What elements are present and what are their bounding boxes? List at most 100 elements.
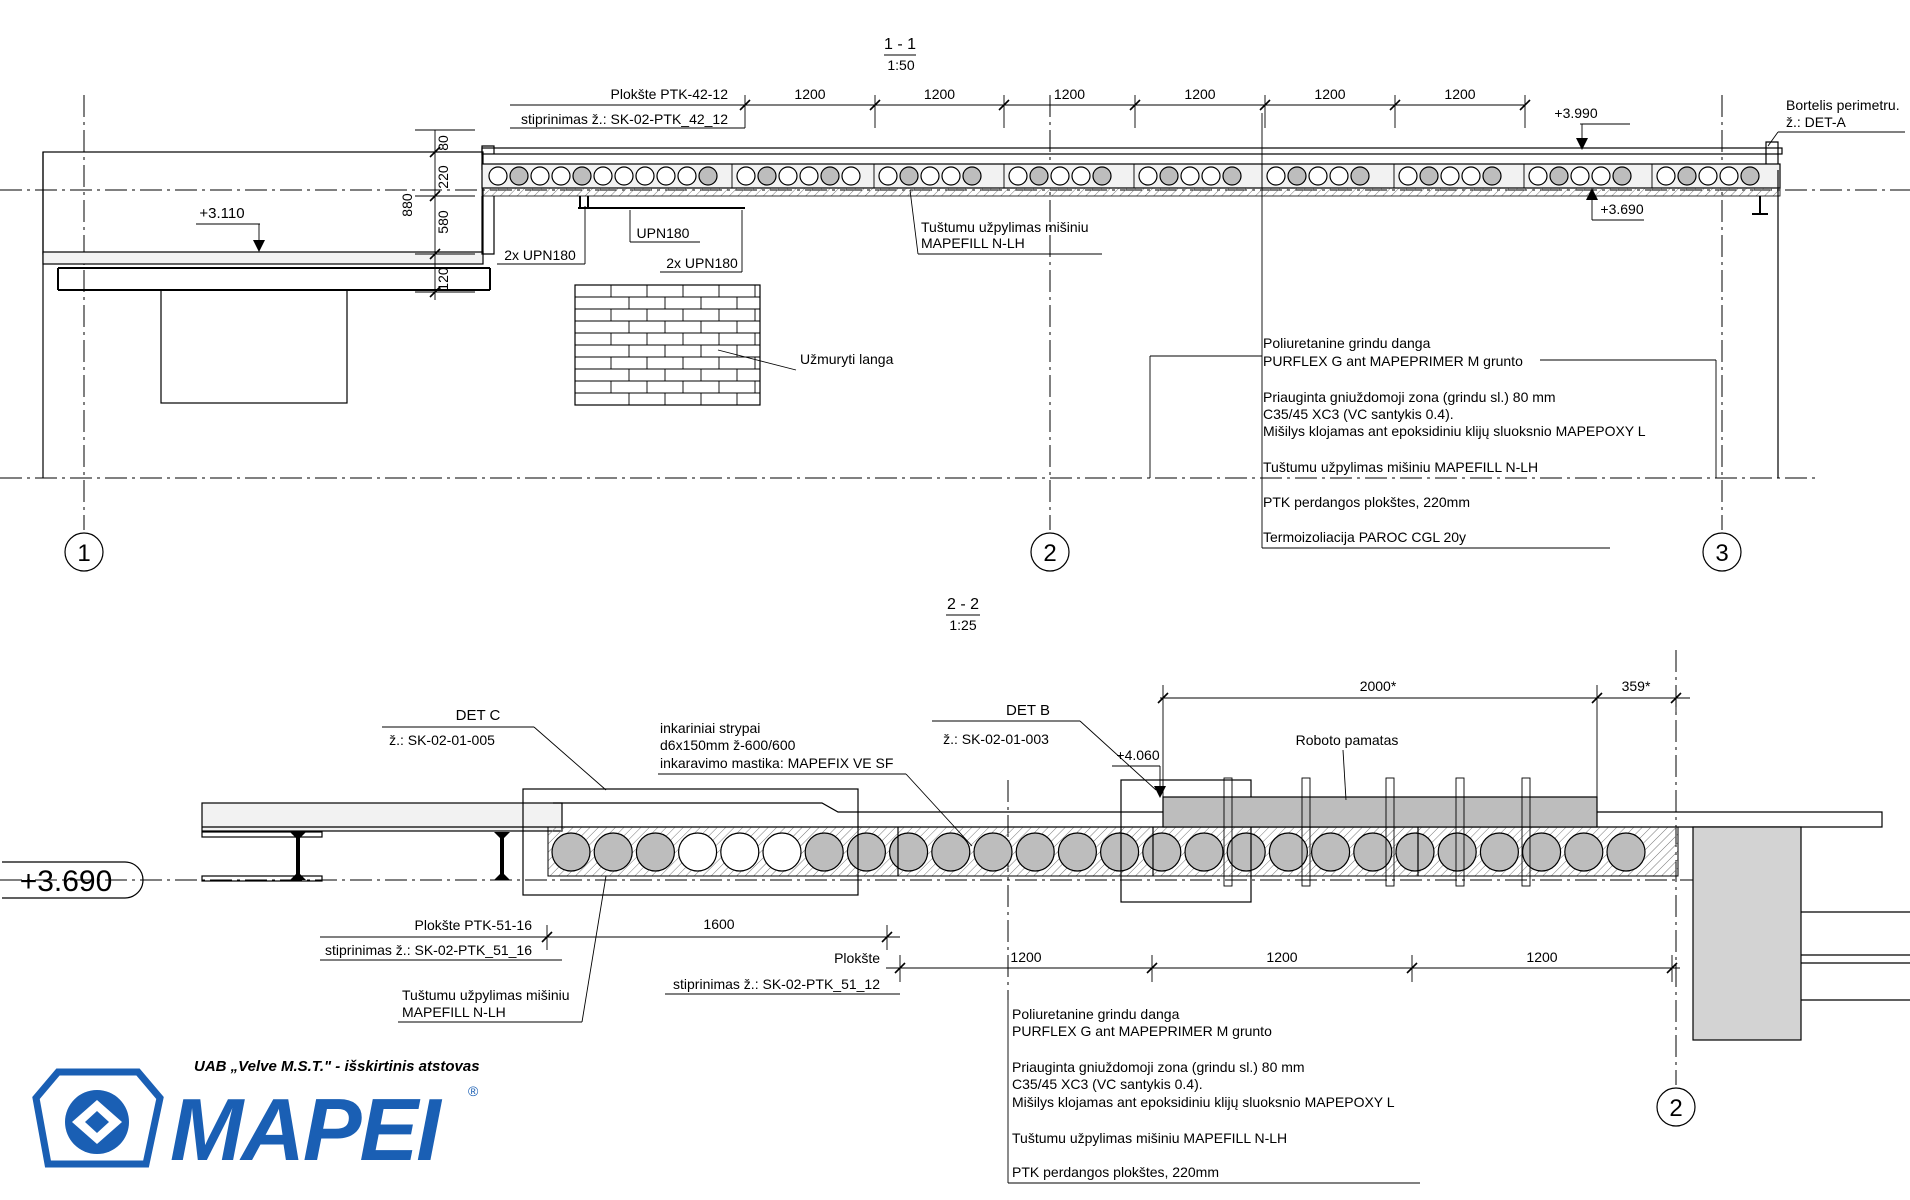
slab-core	[1591, 166, 1611, 186]
svg-text:Priauginta gniuždomoji zona (g: Priauginta gniuždomoji zona (grindu sl.)…	[1263, 389, 1556, 405]
slab-label-2: Plokšte PTK-51-16	[415, 917, 533, 933]
slab-core	[677, 166, 697, 186]
insulation-layer	[481, 187, 1781, 197]
svg-text:C35/45 XC3 (VC santykis 0.4).: C35/45 XC3 (VC santykis 0.4).	[1012, 1076, 1203, 1092]
svg-text:220: 220	[435, 165, 451, 189]
slab-core	[593, 166, 613, 186]
det-c-ref: ž.: SK-02-01-005	[389, 732, 495, 748]
svg-text:80: 80	[435, 135, 451, 151]
slab-core	[1461, 166, 1481, 186]
slab-core	[846, 832, 887, 872]
slab-core	[1564, 832, 1604, 872]
left-ibeam	[57, 267, 491, 291]
span-label: 1200	[1266, 949, 1297, 965]
slab-core	[799, 166, 819, 186]
slab-core	[1419, 166, 1439, 186]
slab-core	[1528, 166, 1548, 186]
slab-core	[1308, 166, 1328, 186]
layer-legend-1: Poliuretanine grindu danga PURFLEX G ant…	[1149, 113, 1717, 549]
slab-core	[1226, 832, 1266, 872]
det-b-box	[1120, 779, 1252, 903]
svg-text:2: 2	[1043, 540, 1056, 567]
company-label: UAB „Velve M.S.T." - išskirtinis atstova…	[194, 1058, 480, 1075]
section-1-title: 1 - 1	[884, 36, 916, 53]
slab-core	[1201, 166, 1221, 186]
svg-text:+3.690: +3.690	[20, 865, 113, 898]
slab-core	[1015, 832, 1055, 872]
slab-core	[1677, 166, 1697, 186]
slab-label-1: Plokšte PTK-42-12	[611, 86, 729, 102]
slab-core	[820, 166, 840, 186]
slab-core	[973, 832, 1013, 872]
foundation-dimensions: 2000* 359*	[1157, 678, 1690, 800]
slab-core	[1050, 166, 1070, 186]
slab-core	[762, 832, 802, 872]
window-opening	[160, 289, 348, 404]
det-c-label: DET C	[456, 707, 501, 724]
slab-core	[899, 166, 919, 186]
svg-text:PTK perdangos plokštes, 220mm: PTK perdangos plokštes, 220mm	[1263, 494, 1470, 510]
slab-core	[1008, 166, 1028, 186]
span-label: 1200	[1054, 86, 1085, 102]
slab-core	[1719, 166, 1739, 186]
fill-label-1b: MAPEFILL N-LH	[921, 235, 1025, 251]
slab-core	[1612, 166, 1632, 186]
span-dimensions-2: 1200 1200 1200	[886, 949, 1680, 982]
vertical-dimensions: 80 220 580 880 120	[399, 129, 475, 300]
slab-reinforcement-1: stiprinimas ž.: SK-02-PTK_42_12	[521, 111, 728, 127]
slab-core	[593, 832, 633, 872]
slab-core	[1329, 166, 1349, 186]
slab-core	[1222, 166, 1242, 186]
parapet-label: Bortelis perimetru.	[1786, 97, 1900, 113]
axis-bubble-3: 3	[1702, 532, 1742, 572]
span-label: 1200	[1010, 949, 1041, 965]
dim-tick	[1259, 99, 1271, 111]
span-label: 1200	[1444, 86, 1475, 102]
slab-core	[1099, 832, 1140, 872]
right-column	[1692, 826, 1802, 1041]
slab-core	[757, 166, 777, 186]
slab-core	[1029, 166, 1049, 186]
level-marker-det: +4.060	[1112, 747, 1166, 798]
anchor-label-3: inkaravimo mastika: MAPEFIX VE SF	[660, 755, 893, 771]
slab-core	[1057, 832, 1098, 872]
svg-text:Mišilys klojamas ant epoksidin: Mišilys klojamas ant epoksidiniu klijų s…	[1263, 423, 1646, 439]
slab-core	[736, 166, 756, 186]
slab-core	[920, 166, 940, 186]
slab-core	[931, 832, 971, 872]
svg-text:Poliuretanine grindu danga: Poliuretanine grindu danga	[1012, 1006, 1180, 1022]
robot-foundation	[1162, 796, 1598, 828]
slab-core	[1398, 166, 1418, 186]
span-label: 1200	[1526, 949, 1557, 965]
axis-bubble-2: 2	[1030, 532, 1070, 572]
upn-label-right: 2x UPN180	[666, 255, 738, 271]
slab-reinforcement-2: stiprinimas ž.: SK-02-PTK_51_16	[325, 942, 532, 958]
section-2-title: 2 - 2	[947, 596, 979, 613]
svg-text:2: 2	[1669, 1095, 1682, 1122]
topping-slab-left	[201, 802, 563, 832]
dim-tick	[1666, 962, 1678, 974]
parapet-ref: ž.: DET-A	[1786, 114, 1847, 130]
slab-core	[1437, 832, 1477, 872]
slab-cores-1	[488, 164, 1781, 188]
slab-core	[941, 166, 961, 186]
span-label: 1200	[924, 86, 955, 102]
slab-core	[530, 166, 550, 186]
svg-text:359*: 359*	[1622, 678, 1651, 694]
slab-core	[1142, 832, 1182, 872]
section-1-scale: 1:50	[887, 57, 914, 73]
svg-text:+3.990: +3.990	[1554, 105, 1597, 121]
level-pill-main: +3.690	[2, 861, 144, 899]
slab-core	[1698, 166, 1718, 186]
slab-core	[572, 166, 592, 186]
slab-core	[841, 166, 861, 186]
slab-core	[551, 166, 571, 186]
slab-core	[635, 832, 676, 872]
span-label: 1200	[794, 86, 825, 102]
det-b-ref: ž.: SK-02-01-003	[943, 731, 1049, 747]
dim-tick	[869, 99, 881, 111]
fill-label-1a: Tuštumu užpylimas mišiniu	[921, 219, 1089, 235]
slab-core	[1287, 166, 1307, 186]
slab-core	[1482, 166, 1502, 186]
